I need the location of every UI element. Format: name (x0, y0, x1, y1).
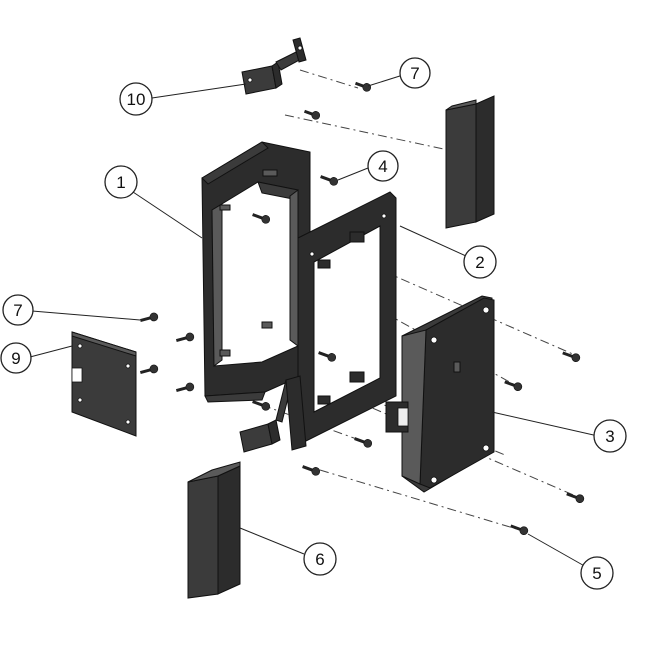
screw (252, 213, 271, 224)
screw (354, 437, 373, 448)
mounting-plate (297, 191, 397, 443)
screw (252, 400, 271, 411)
screw (562, 351, 581, 362)
screw (302, 465, 321, 476)
callout-label: 3 (605, 427, 614, 446)
channel-bottom (187, 461, 241, 599)
callout-label: 7 (13, 301, 22, 320)
callout-label: 9 (11, 349, 20, 368)
channel-top-right (445, 95, 495, 229)
screw (303, 109, 321, 120)
callout-label: 2 (475, 253, 484, 272)
screw (175, 382, 195, 393)
back-box-frame (201, 141, 311, 403)
callout-label: 10 (127, 90, 146, 109)
screw (318, 351, 337, 362)
bracket-bottom (239, 375, 307, 453)
screw (139, 312, 159, 323)
cover-plate (71, 331, 137, 437)
callout-2: 2 (463, 245, 497, 279)
screw (139, 364, 159, 375)
callout-9: 9 (0, 342, 32, 374)
callout-label: 5 (592, 564, 601, 583)
callout-label: 6 (315, 550, 324, 569)
screw (510, 524, 529, 535)
screws (139, 81, 585, 535)
leader-lines (29, 74, 599, 569)
screw (566, 492, 585, 503)
screw (175, 332, 195, 343)
callout-7-left: 7 (2, 294, 34, 326)
callout-1: 1 (104, 165, 138, 199)
callout-7-top: 7 (399, 57, 431, 89)
callout-10: 10 (119, 82, 153, 116)
callout-6: 6 (303, 542, 337, 576)
callout-label: 4 (378, 157, 387, 176)
bracket-top (241, 37, 307, 95)
callout-label: 7 (410, 64, 419, 83)
callout-4: 4 (367, 150, 399, 182)
screw (504, 380, 523, 391)
receptacle-device (385, 295, 495, 493)
callout-5: 5 (580, 556, 614, 590)
callout-label: 1 (116, 173, 125, 192)
screw (320, 175, 339, 186)
callout-3: 3 (593, 419, 627, 453)
